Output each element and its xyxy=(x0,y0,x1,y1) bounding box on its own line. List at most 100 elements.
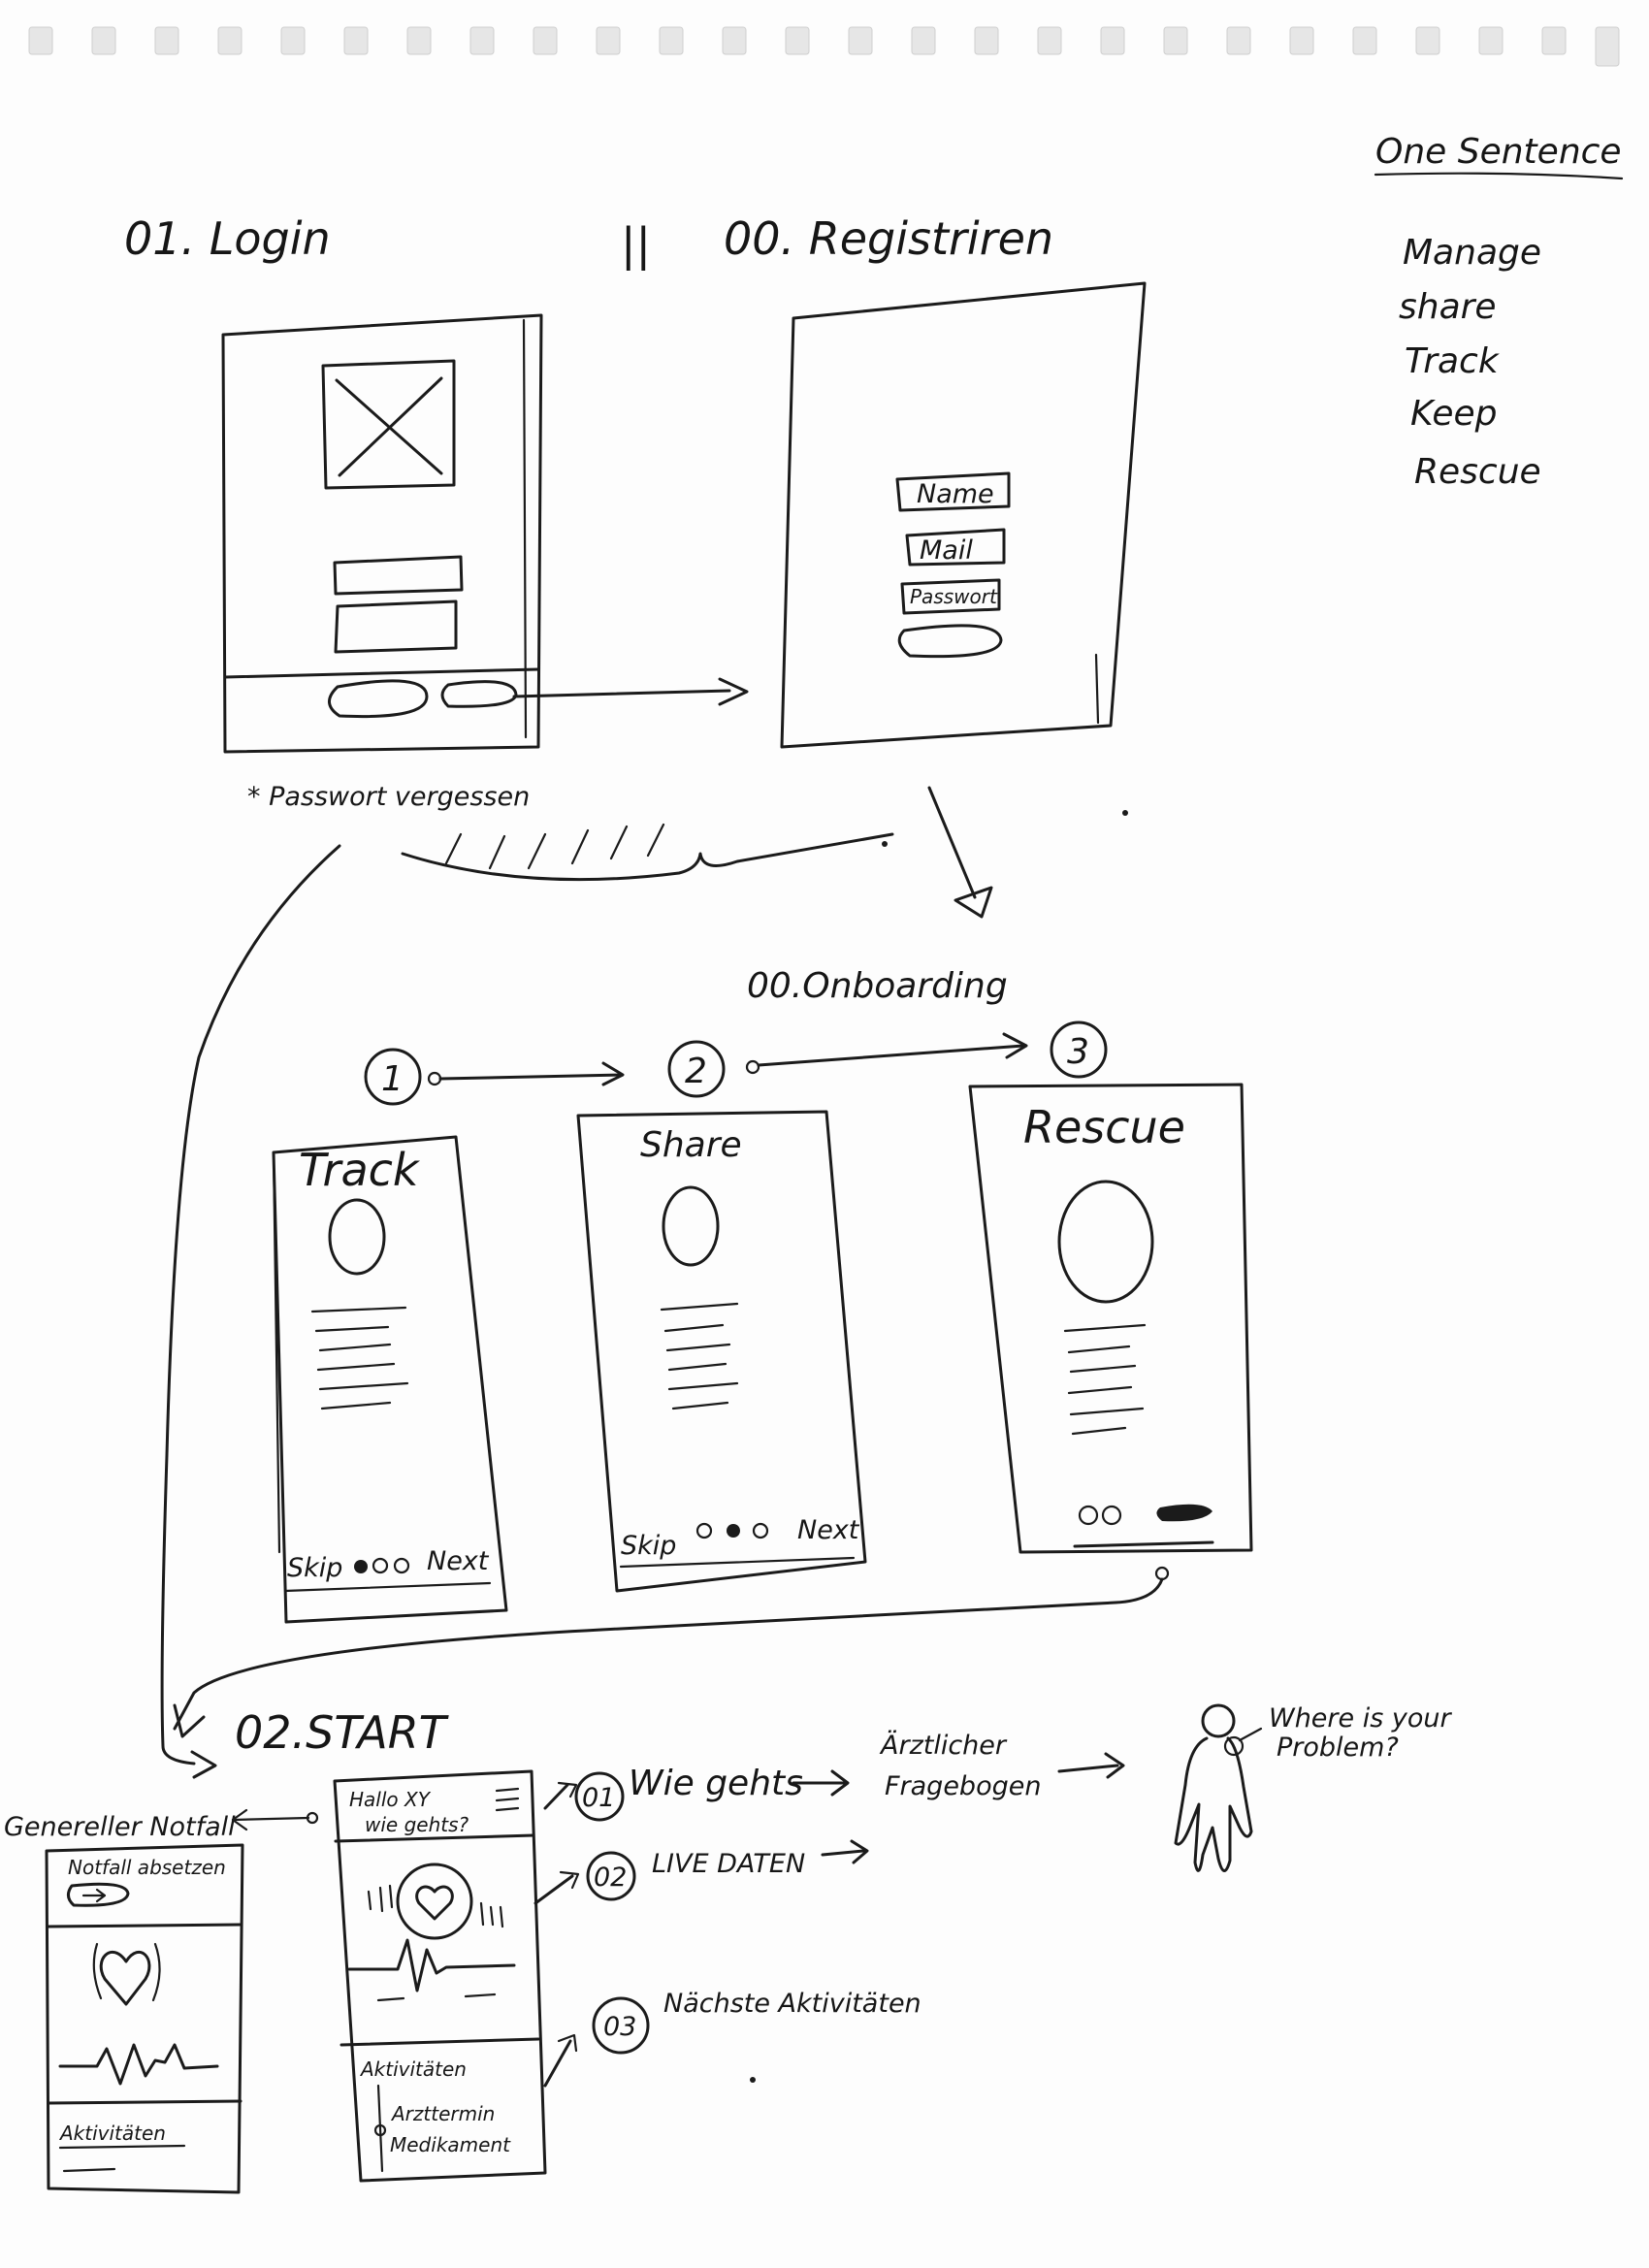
note-1: 01 Wie gehts xyxy=(574,1764,803,1822)
arrow-to-note-3 xyxy=(543,2039,572,2088)
register-screen: Name Mail Passwort xyxy=(780,281,1147,749)
svg-text:2: 2 xyxy=(685,1052,707,1091)
register-title: 00. Registriren xyxy=(724,212,1053,265)
emergency-label: Genereller Notfall xyxy=(4,1812,236,1842)
register-mail-field[interactable] xyxy=(905,528,1006,567)
emergency-cancel-label: Notfall absetzen xyxy=(68,1856,226,1879)
one-sentence-underline xyxy=(1374,172,1624,180)
arrowhead xyxy=(557,1781,578,1798)
arrowhead-login-register xyxy=(718,677,749,706)
questionnaire-label-line2: Fragebogen xyxy=(885,1771,1041,1801)
home-activities-title: Aktivitäten xyxy=(359,2057,467,2081)
forgot-password-note: * Passwort vergessen xyxy=(247,782,530,812)
onboarding-skip-button[interactable]: Skip xyxy=(287,1553,342,1583)
note-1-text: Wie gehts xyxy=(629,1764,803,1803)
connector-dot xyxy=(1154,1566,1170,1581)
arrowhead xyxy=(830,1769,850,1797)
svg-text:03: 03 xyxy=(603,2012,636,2042)
heart-icon xyxy=(415,1885,454,1921)
heart-circle xyxy=(396,1863,473,1940)
illustration-placeholder xyxy=(662,1185,720,1267)
onboarding-step-1-marker: 1 xyxy=(364,1048,422,1106)
note-3-text: Nächste Aktivitäten xyxy=(663,1989,922,2019)
callout-line xyxy=(1238,1727,1263,1742)
emergency-activities-label: Aktivitäten xyxy=(58,2122,166,2145)
arrow-step2-step3 xyxy=(757,1044,1025,1067)
arrowhead-register-onboarding xyxy=(954,886,993,919)
page-dot xyxy=(695,1522,713,1539)
register-name-field[interactable] xyxy=(895,471,1011,512)
text-lines xyxy=(376,1993,497,2002)
login-username-field[interactable] xyxy=(333,555,464,596)
login-button[interactable] xyxy=(328,679,429,719)
arrowhead-step1-step2 xyxy=(601,1061,625,1086)
onboarding-start-button[interactable] xyxy=(1156,1504,1212,1522)
arrowhead-step2-step3 xyxy=(1002,1032,1028,1059)
menu-icon[interactable] xyxy=(495,1787,520,1812)
emergency-screen: Notfall absetzen Aktivitäten xyxy=(45,1843,244,2194)
arrowhead-login-start xyxy=(190,1750,217,1779)
forgot-password-hatch xyxy=(444,823,665,870)
onboarding-next-button[interactable]: Next xyxy=(797,1515,860,1545)
page-dot-active xyxy=(354,1560,368,1573)
arrow-onboarding-start xyxy=(173,1577,1164,1731)
onboarding-step-2-marker: 2 xyxy=(667,1040,726,1098)
onboarding-screen-rescue: Rescue xyxy=(968,1083,1253,1554)
register-button[interactable] xyxy=(440,680,518,708)
start-title: 02.START xyxy=(235,1706,450,1759)
arrowhead-onboarding-start xyxy=(173,1703,206,1738)
login-screen xyxy=(221,313,543,754)
onboarding-skip-button[interactable]: Skip xyxy=(621,1531,676,1561)
register-password-label: Passwort xyxy=(910,585,998,608)
logo-placeholder xyxy=(321,359,456,490)
svg-text:3: 3 xyxy=(1067,1032,1089,1072)
text-lines xyxy=(310,1306,409,1410)
onboarding-screen-track: Track Skip Next xyxy=(272,1135,508,1624)
page-dot xyxy=(1078,1505,1099,1526)
word-manage: Manage xyxy=(1403,233,1541,273)
arrowhead-home-emergency xyxy=(231,1808,248,1831)
onboarding-step-3-marker: 3 xyxy=(1050,1021,1108,1079)
illustration-placeholder xyxy=(1057,1180,1154,1304)
arrow-to-note-1 xyxy=(543,1783,569,1810)
paper-speck xyxy=(750,2077,756,2083)
arrow-home-emergency xyxy=(231,1816,310,1822)
onboarding-title: 00.Onboarding xyxy=(747,966,1008,1006)
activity-item-1[interactable]: Arzttermin xyxy=(390,2102,495,2125)
word-keep: Keep xyxy=(1410,394,1497,434)
onboarding-share-title: Share xyxy=(640,1125,742,1165)
page-dot xyxy=(1101,1505,1122,1526)
activity-item-2[interactable]: Medikament xyxy=(390,2133,511,2156)
connector-dot xyxy=(427,1071,442,1086)
arrow-login-register xyxy=(512,689,731,698)
login-password-field[interactable] xyxy=(334,599,458,654)
paper-speck xyxy=(1122,810,1128,816)
register-name-label: Name xyxy=(917,479,994,509)
forgot-password-brace xyxy=(401,832,894,882)
page-dot-active xyxy=(727,1524,740,1538)
heart-icon xyxy=(99,1950,151,2006)
arrow-from-note-2 xyxy=(821,1849,865,1857)
note-2: 02 LIVE DATEN xyxy=(586,1849,805,1901)
register-mail-label: Mail xyxy=(920,535,973,566)
onboarding-track-title: Track xyxy=(299,1144,421,1196)
arrowhead xyxy=(850,1839,869,1864)
emergency-slider[interactable] xyxy=(67,1882,130,1907)
arrow-to-note-2 xyxy=(534,1874,574,1905)
arrow-right-icon xyxy=(81,1888,107,1903)
word-rescue: Rescue xyxy=(1414,452,1541,492)
svg-text:02: 02 xyxy=(594,1863,627,1893)
body-question-line1: Where is your xyxy=(1269,1703,1452,1733)
problem-marker[interactable] xyxy=(1223,1735,1245,1757)
questionnaire-label-line1: Ärztlicher xyxy=(879,1730,1008,1761)
text-lines xyxy=(1063,1323,1147,1436)
onboarding-rescue-title: Rescue xyxy=(1023,1101,1185,1153)
login-title: 01. Login xyxy=(124,212,331,265)
onboarding-next-button[interactable]: Next xyxy=(427,1546,490,1576)
register-password-field[interactable] xyxy=(900,578,1001,615)
register-submit-button[interactable] xyxy=(897,624,1003,659)
note-2-text: LIVE DATEN xyxy=(652,1849,805,1879)
one-sentence-title: One Sentence xyxy=(1375,132,1622,172)
pulse-marks xyxy=(367,1884,504,1928)
home-screen: Hallo XY wie gehts? Aktivitäten Arztterm… xyxy=(333,1769,547,2183)
